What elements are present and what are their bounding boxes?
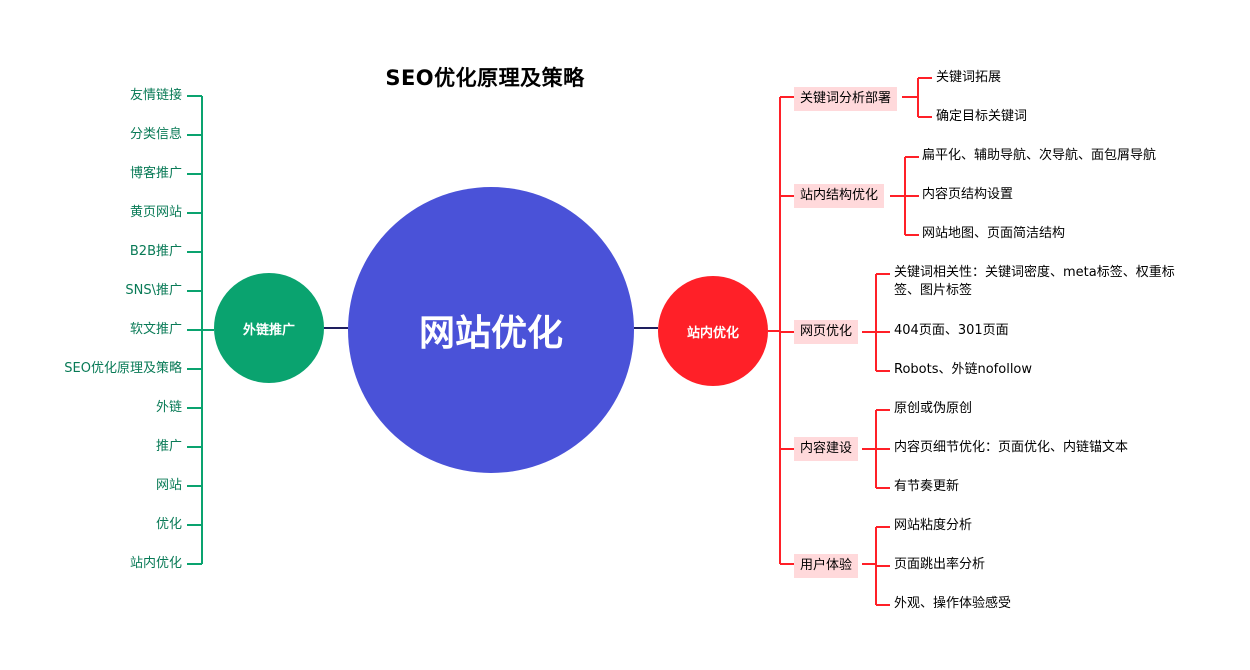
left-leaf[interactable]: 推广 xyxy=(155,439,182,454)
right-leaf[interactable]: 关键词拓展 xyxy=(936,70,1002,85)
right-leaf[interactable]: 404页面、301页面 xyxy=(894,323,1009,338)
right-leaf[interactable]: 网站粘度分析 xyxy=(894,518,973,533)
branch-site-structure[interactable]: 站内结构优化 xyxy=(794,184,885,208)
branch-content-building[interactable]: 内容建设 xyxy=(794,437,859,461)
central-topic-label: 网站优化 xyxy=(418,313,563,354)
left-leaf[interactable]: 软文推广 xyxy=(129,322,182,337)
left-leaf[interactable]: 黄页网站 xyxy=(129,205,182,220)
right-leaf[interactable]: 扁平化、辅助导航、次导航、面包屑导航 xyxy=(922,148,1157,163)
right-topic-label: 站内优化 xyxy=(686,325,739,341)
right-leaf[interactable]: 有节奏更新 xyxy=(894,479,960,494)
branch-user-experience[interactable]: 用户体验 xyxy=(794,554,859,578)
right-leaf[interactable]: 关键词相关性：关键词密度、meta标签、权重标签、图片标签 xyxy=(894,265,1175,298)
left-leaf[interactable]: 外链 xyxy=(155,400,182,415)
left-leaf[interactable]: 博客推广 xyxy=(129,166,182,181)
left-leaf[interactable]: 分类信息 xyxy=(129,127,182,142)
left-leaf[interactable]: SNS\推广 xyxy=(125,283,182,298)
right-leaf[interactable]: 网站地图、页面简洁结构 xyxy=(922,226,1066,241)
left-leaf[interactable]: 友情链接 xyxy=(129,88,182,103)
right-leaf[interactable]: 页面跳出率分析 xyxy=(894,557,986,572)
diagram-title: SEO优化原理及策略 xyxy=(385,66,585,90)
right-leaf[interactable]: Robots、外链nofollow xyxy=(894,362,1033,377)
left-leaf[interactable]: SEO优化原理及策略 xyxy=(64,361,182,376)
right-leaf[interactable]: 确定目标关键词 xyxy=(936,109,1028,124)
left-leaf[interactable]: 优化 xyxy=(155,517,182,532)
branch-page-optimization[interactable]: 网页优化 xyxy=(794,320,859,344)
left-leaf[interactable]: 网站 xyxy=(155,478,182,493)
left-topic-label: 外链推广 xyxy=(242,322,295,338)
left-topic-node[interactable]: 外链推广 xyxy=(214,273,324,383)
right-leaf[interactable]: 内容页细节优化：页面优化、内链锚文本 xyxy=(894,440,1129,455)
central-topic-node[interactable]: 网站优化 xyxy=(348,187,634,473)
left-leaf[interactable]: B2B推广 xyxy=(129,244,182,259)
left-leaf[interactable]: 站内优化 xyxy=(129,556,182,571)
right-leaf[interactable]: 原创或伪原创 xyxy=(894,401,973,416)
right-leaf[interactable]: 外观、操作体验感受 xyxy=(894,596,1012,611)
right-topic-node[interactable]: 站内优化 xyxy=(658,276,768,386)
right-leaf[interactable]: 内容页结构设置 xyxy=(922,187,1014,202)
branch-keyword-analysis[interactable]: 关键词分析部署 xyxy=(794,87,898,111)
